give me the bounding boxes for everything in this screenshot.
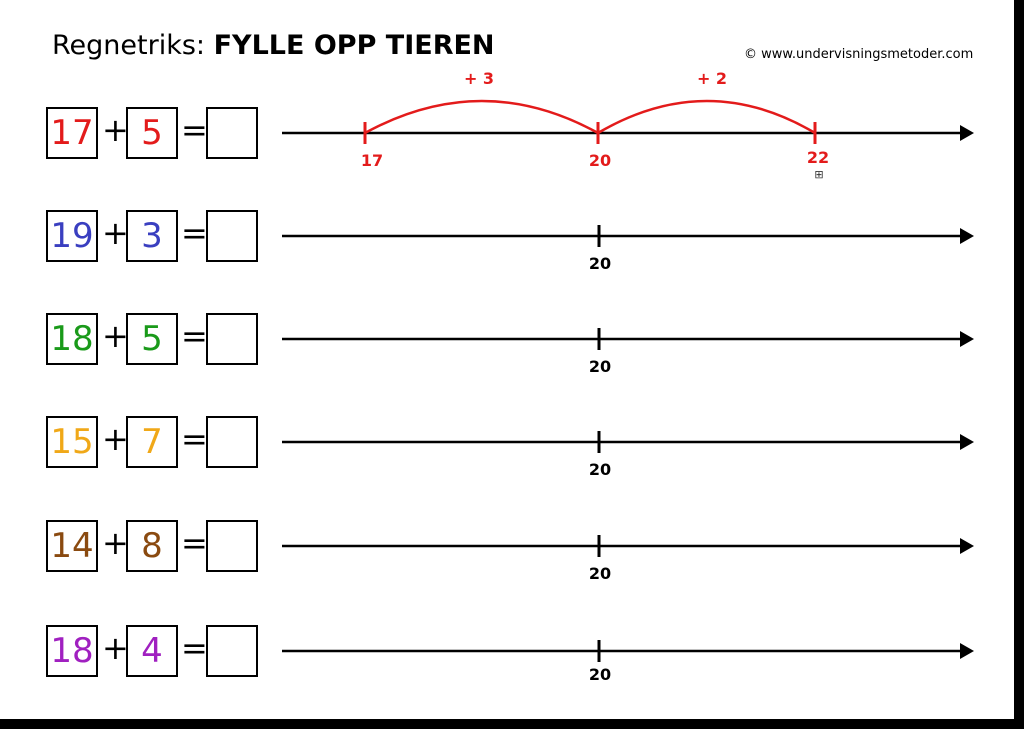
addend-a: 17 xyxy=(50,113,94,153)
plus-sign: + xyxy=(102,524,129,562)
plus-sign: + xyxy=(102,629,129,667)
number-line xyxy=(282,431,974,453)
jump-arc-2 xyxy=(597,99,816,135)
page-title: Regnetriks: FYLLE OPP TIEREN xyxy=(52,30,495,61)
number-line xyxy=(282,640,974,662)
arrow-head-icon xyxy=(960,434,974,450)
arrow-head-icon xyxy=(960,643,974,659)
addend-a-box: 19 xyxy=(46,210,98,262)
answer-box[interactable] xyxy=(206,210,258,262)
addend-a-box: 14 xyxy=(46,520,98,572)
addend-a-box: 18 xyxy=(46,625,98,677)
arrow-head-icon xyxy=(960,228,974,244)
task-row: 15 + 7 = 20 xyxy=(0,416,1014,496)
addend-a: 15 xyxy=(50,422,94,462)
addend-b-box: 5 xyxy=(126,313,178,365)
equals-sign: = xyxy=(181,629,208,667)
answer-box[interactable] xyxy=(206,416,258,468)
tick-label-start: 17 xyxy=(360,151,384,170)
addend-a-box: 18 xyxy=(46,313,98,365)
addend-b-box: 4 xyxy=(126,625,178,677)
arrow-head-icon xyxy=(960,331,974,347)
task-row: 19 + 3 = 20 xyxy=(0,210,1014,290)
expand-icon[interactable]: ⊞ xyxy=(814,168,824,181)
copyright-notice: © www.undervisningsmetoder.com xyxy=(744,47,974,62)
addend-a: 18 xyxy=(50,319,94,359)
addend-b: 5 xyxy=(141,319,163,359)
answer-box[interactable] xyxy=(206,520,258,572)
equals-sign: = xyxy=(181,524,208,562)
addend-a-box: 15 xyxy=(46,416,98,468)
arrow-head-icon xyxy=(960,538,974,554)
addend-a: 19 xyxy=(50,216,94,256)
title-prefix: Regnetriks: xyxy=(52,30,206,61)
addend-b: 8 xyxy=(141,526,163,566)
answer-box[interactable] xyxy=(206,625,258,677)
tick-label-middle: 20 xyxy=(588,151,612,170)
number-line xyxy=(282,328,974,350)
tick-label-twenty: 20 xyxy=(588,460,612,479)
addend-b: 4 xyxy=(141,631,163,671)
plus-sign: + xyxy=(102,317,129,355)
jump-label-2: + 2 xyxy=(696,69,728,88)
addend-a-box: 17 xyxy=(46,107,98,159)
number-line xyxy=(282,535,974,557)
task-row: 18 + 4 = 20 xyxy=(0,625,1014,705)
number-line xyxy=(282,225,974,247)
equals-sign: = xyxy=(181,111,208,149)
title-main: FYLLE OPP TIEREN xyxy=(213,30,495,61)
arrow-head-icon xyxy=(960,125,974,141)
jump-arc-1 xyxy=(364,99,599,135)
tick-label-twenty: 20 xyxy=(588,254,612,273)
task-row: 14 + 8 = 20 xyxy=(0,520,1014,600)
equals-sign: = xyxy=(181,214,208,252)
task-row: 18 + 5 = 20 xyxy=(0,313,1014,393)
addend-a: 18 xyxy=(50,631,94,671)
answer-box[interactable] xyxy=(206,107,258,159)
number-line xyxy=(282,99,974,144)
addend-b-box: 3 xyxy=(126,210,178,262)
jump-label-1: + 3 xyxy=(463,69,495,88)
addend-a: 14 xyxy=(50,526,94,566)
addend-b: 3 xyxy=(141,216,163,256)
tick-label-end: 22 xyxy=(806,148,830,167)
addend-b-box: 7 xyxy=(126,416,178,468)
equals-sign: = xyxy=(181,317,208,355)
tick-label-twenty: 20 xyxy=(588,665,612,684)
plus-sign: + xyxy=(102,420,129,458)
addend-b: 7 xyxy=(141,422,163,462)
plus-sign: + xyxy=(102,214,129,252)
addend-b: 5 xyxy=(141,113,163,153)
tick-label-twenty: 20 xyxy=(588,564,612,583)
task-row: 17 + 5 = + 3 + 2 17 20 22 ⊞ xyxy=(0,69,1014,187)
tick-label-twenty: 20 xyxy=(588,357,612,376)
answer-box[interactable] xyxy=(206,313,258,365)
addend-b-box: 5 xyxy=(126,107,178,159)
equals-sign: = xyxy=(181,420,208,458)
addend-b-box: 8 xyxy=(126,520,178,572)
worksheet: Regnetriks: FYLLE OPP TIEREN © www.under… xyxy=(0,0,1014,719)
plus-sign: + xyxy=(102,111,129,149)
